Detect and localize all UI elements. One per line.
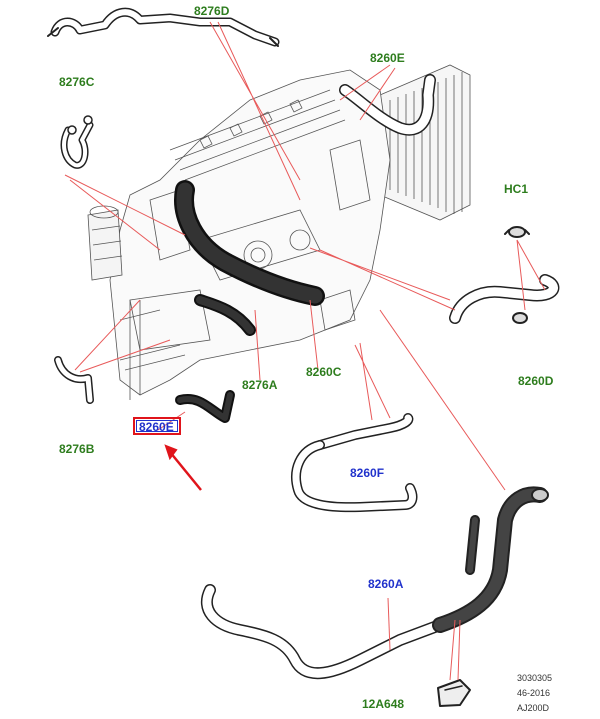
label-8276A[interactable]: 8276A xyxy=(242,378,278,392)
label-HC1[interactable]: HC1 xyxy=(504,182,529,196)
selected-part-highlight[interactable]: 8260E xyxy=(133,417,181,435)
leader-lines xyxy=(64,21,546,681)
hoses xyxy=(47,7,560,707)
label-8260F[interactable]: 8260F xyxy=(350,466,385,480)
selected-part-inner-box xyxy=(136,420,178,432)
label-8260E-selected[interactable]: 8260E xyxy=(139,420,174,434)
label-8276C[interactable]: 8276C xyxy=(59,75,95,89)
ref-number: 3030305 xyxy=(517,673,553,683)
hose-8260A xyxy=(200,486,549,680)
label-8276D[interactable]: 8276D xyxy=(194,4,230,18)
hose-8276B xyxy=(54,356,94,404)
hose-8276C xyxy=(60,115,94,169)
coolant-reservoir xyxy=(87,205,123,281)
hose-8276D xyxy=(47,7,280,47)
part-12A648 xyxy=(437,679,471,707)
label-8260D[interactable]: 8260D xyxy=(518,374,554,388)
label-8260C[interactable]: 8260C xyxy=(306,365,342,379)
label-8276B[interactable]: 8276B xyxy=(59,442,95,456)
label-8260E-top[interactable]: 8260E xyxy=(370,51,405,65)
hose-upper-main xyxy=(174,180,325,336)
hose-8260E-selected xyxy=(175,390,235,423)
ref-code: AJ200D xyxy=(517,703,550,713)
clamp-HC1 xyxy=(504,226,530,238)
hose-8260D xyxy=(449,274,560,324)
hose-8260E-top xyxy=(339,74,436,136)
selection-arrow xyxy=(164,444,202,491)
hose-8260F xyxy=(291,413,418,513)
label-8260A[interactable]: 8260A xyxy=(368,577,404,591)
engine-assembly xyxy=(87,64,471,400)
ref-date: 46-2016 xyxy=(517,688,551,698)
label-12A648[interactable]: 12A648 xyxy=(362,697,405,711)
